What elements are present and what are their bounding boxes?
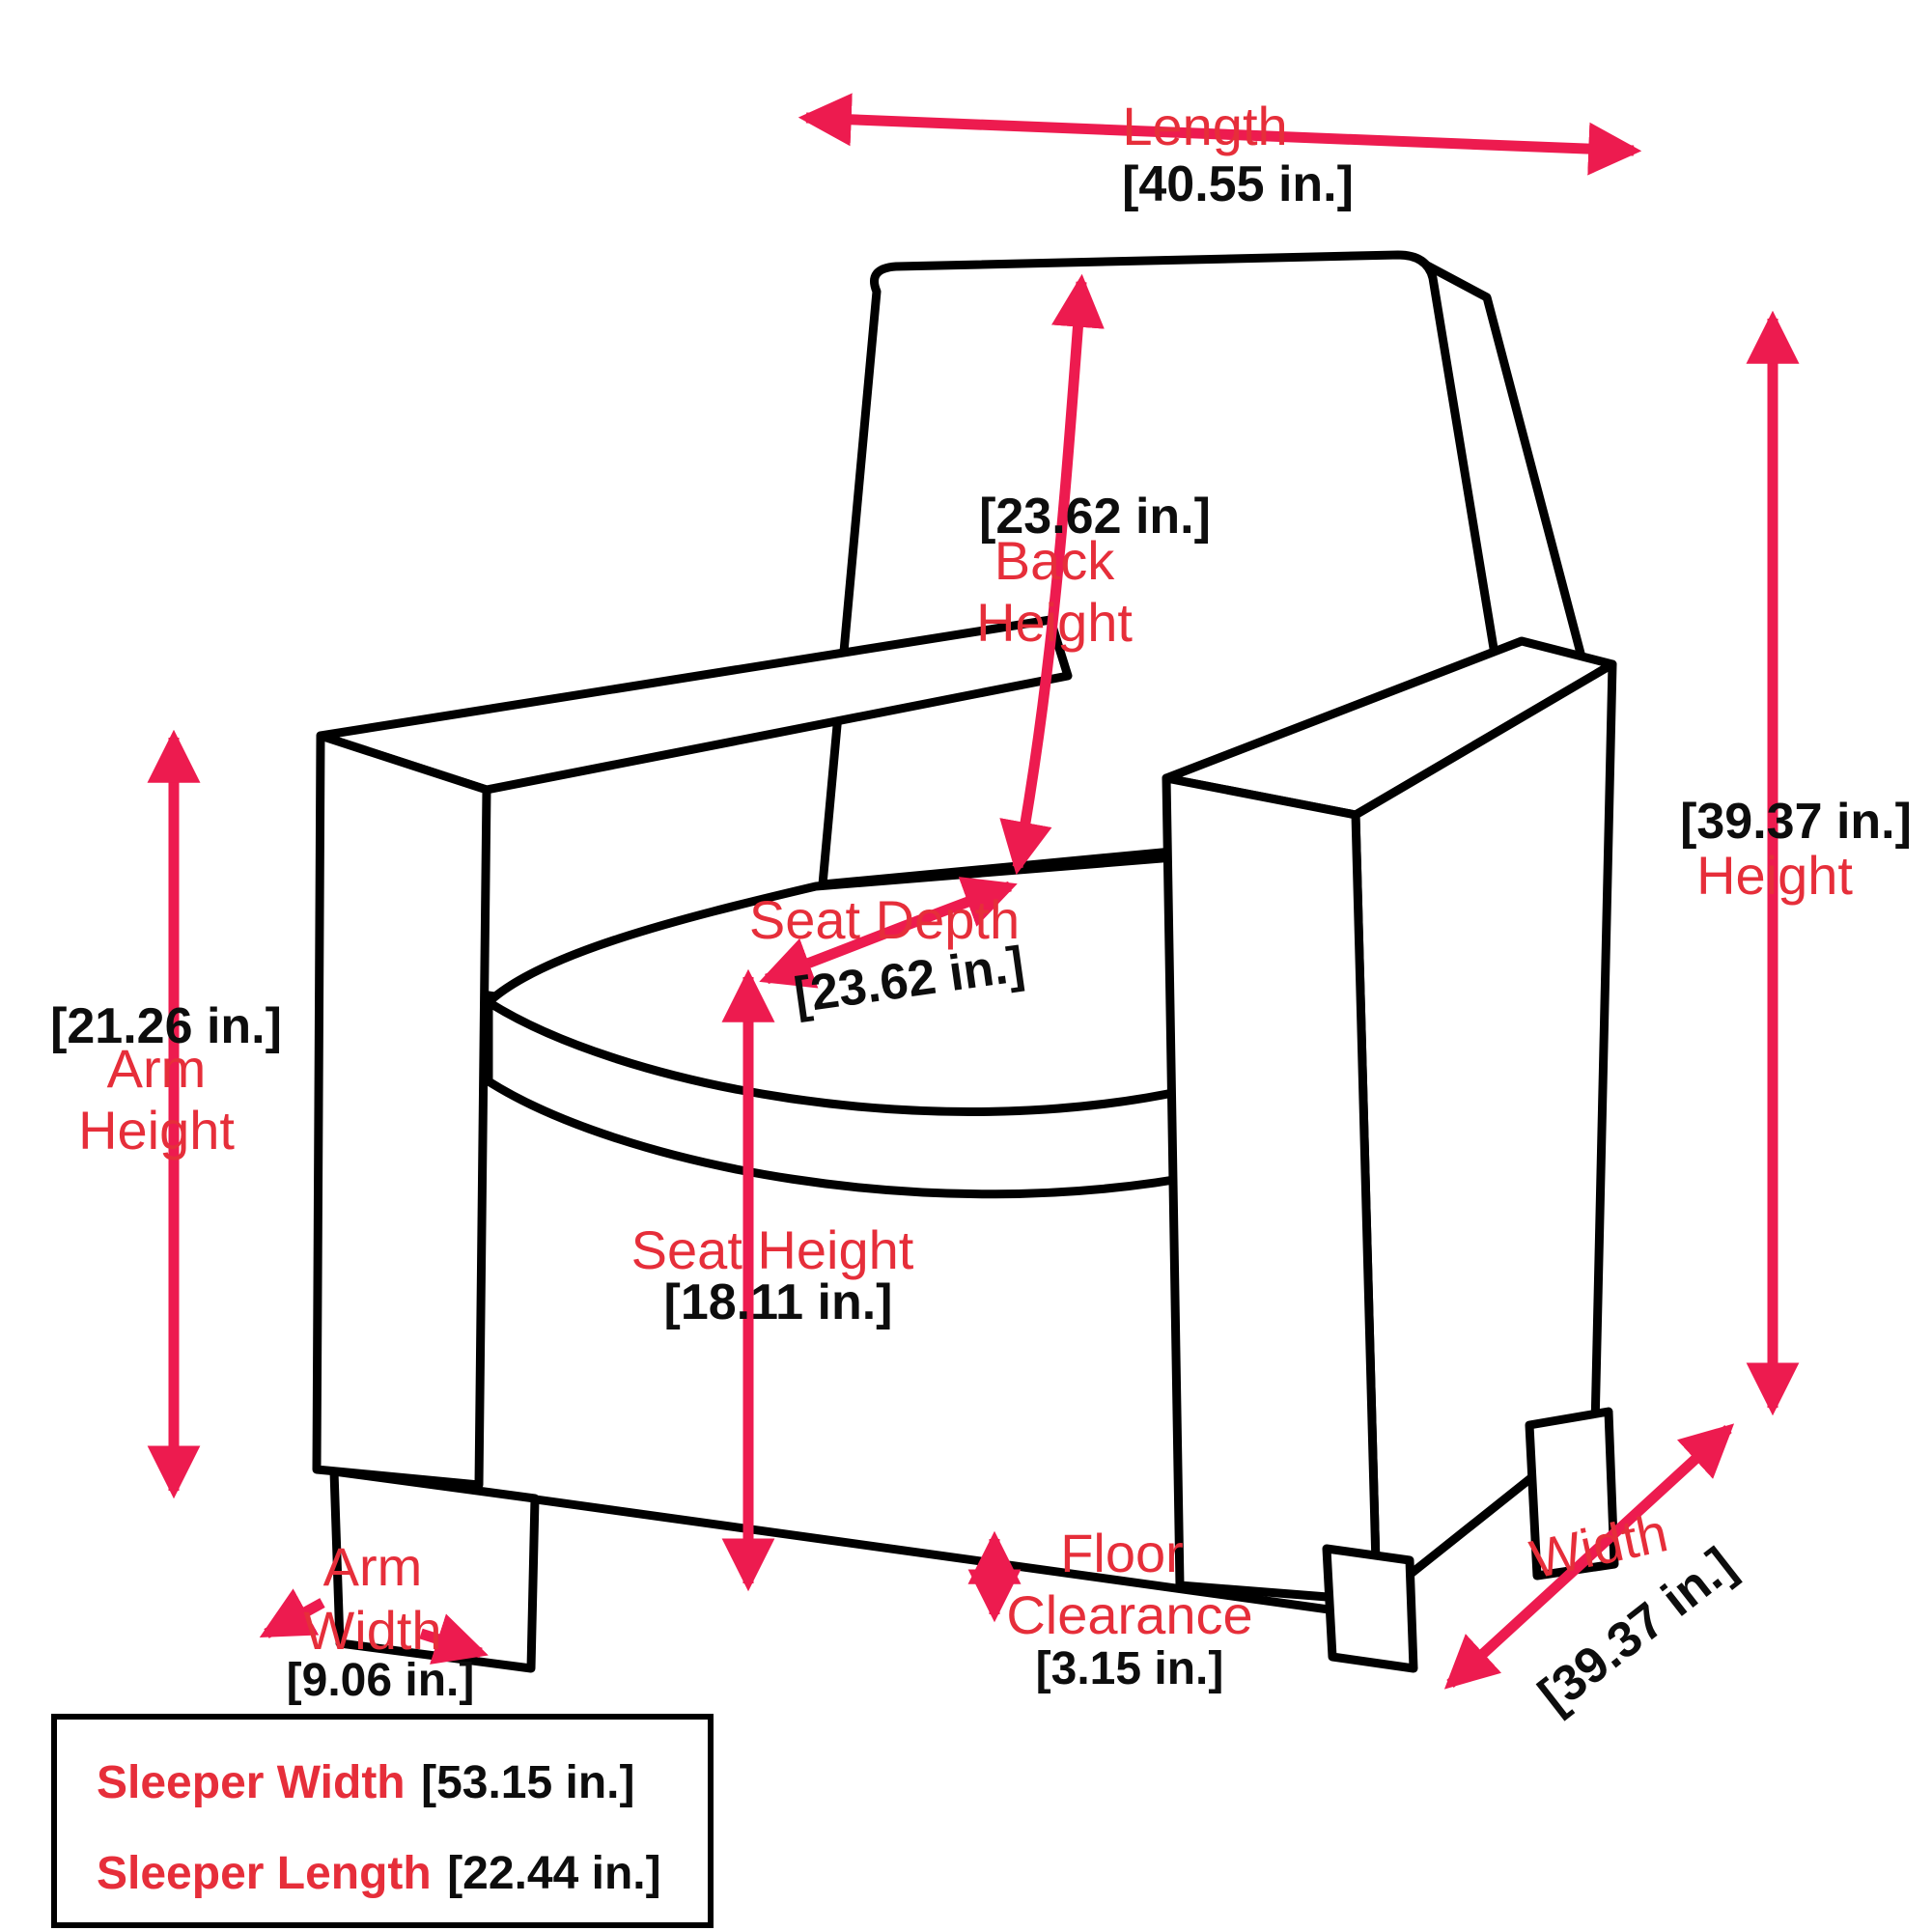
floor-clearance-value: [3.15 in.] — [1036, 1643, 1224, 1694]
length-arrow — [798, 93, 1642, 176]
chair-front-right-leg — [1322, 1544, 1418, 1673]
width-arrow — [1443, 1423, 1735, 1690]
dimension-labels: Length [40.55 in.] [23.62 in.] Back Heig… — [50, 96, 1912, 1723]
seat-height-label: Seat Height — [631, 1219, 914, 1280]
floor-clearance-label-line2: Clearance — [1006, 1584, 1252, 1645]
seat-height-value: [18.11 in.] — [664, 1274, 893, 1330]
arm-height-label-line2: Height — [78, 1100, 235, 1161]
sleeper-box-border — [51, 1714, 714, 1928]
height-label: Height — [1696, 845, 1853, 906]
sleeper-length-label: Sleeper Length — [97, 1848, 432, 1899]
arm-height-value: [21.26 in.] — [50, 998, 282, 1054]
armchair-drawing — [312, 250, 1619, 1673]
sleeper-length-row: Sleeper Length [22.44 in.] — [97, 1848, 661, 1899]
length-value: [40.55 in.] — [1122, 156, 1354, 212]
back-height-value: [23.62 in.] — [979, 489, 1211, 545]
back-height-label-line1: Back — [994, 530, 1115, 591]
arm-width-label-line2: Width — [303, 1600, 441, 1661]
seat-depth-label: Seat Depth — [749, 889, 1020, 950]
chair-right-arm-front — [1162, 773, 1382, 1606]
height-value: [39.37 in.] — [1680, 794, 1912, 850]
length-label: Length — [1122, 96, 1287, 156]
arm-width-value: [9.06 in.] — [287, 1655, 475, 1706]
sleeper-length-value: [22.44 in.] — [447, 1848, 660, 1899]
arm-width-arrow-right — [419, 1613, 489, 1665]
seat-depth-arrow — [759, 877, 1018, 989]
sleeper-width-row: Sleeper Width [53.15 in.] — [97, 1757, 635, 1808]
sleeper-dimensions-box: Sleeper Width [53.15 in.] Sleeper Length… — [51, 1714, 714, 1928]
dimension-arrows — [147, 93, 1800, 1690]
floor-clearance-label-line1: Floor — [1060, 1523, 1184, 1583]
sleeper-width-label: Sleeper Width — [97, 1757, 406, 1808]
chair-left-arm-front — [312, 731, 491, 1490]
arm-width-label-line1: Arm — [323, 1536, 423, 1597]
back-height-label-line2: Height — [976, 592, 1133, 653]
chair-seat-cushion-seam — [484, 997, 1196, 1116]
sleeper-width-value: [53.15 in.] — [421, 1757, 634, 1808]
arm-width-arrow-left — [259, 1588, 325, 1638]
arm-height-label-line1: Arm — [107, 1038, 207, 1099]
back-height-arrow — [999, 273, 1105, 876]
